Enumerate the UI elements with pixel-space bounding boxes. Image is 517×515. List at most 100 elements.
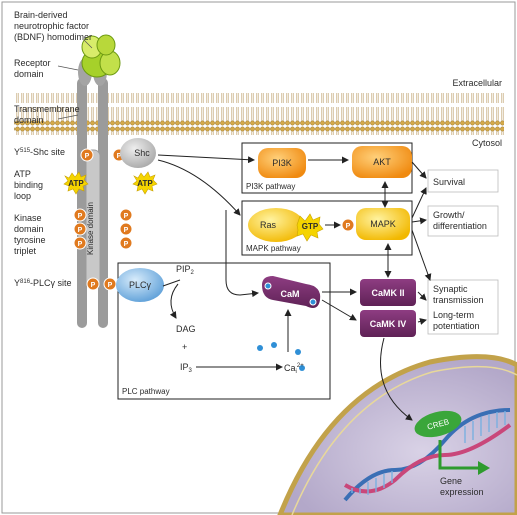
pi3k-pathway-label: PI3K pathway: [246, 182, 295, 191]
camk2-node: [360, 279, 416, 306]
atp-label-1: ATP: [14, 169, 31, 179]
cell-membrane: [14, 93, 504, 135]
bdnf-label-3: (BDNF) homodimer: [14, 32, 92, 42]
calcium-ion: [271, 342, 277, 348]
phospho-label: P: [346, 223, 351, 230]
plc-site-sup: 816: [20, 279, 31, 285]
mapk-label: MAPK: [370, 219, 396, 229]
shc-site-label: Y515-Shc site: [14, 147, 65, 157]
receptor-label-1: Receptor: [14, 58, 51, 68]
ras-label: Ras: [260, 220, 277, 230]
plcg-label: PLCγ: [129, 280, 152, 290]
ras-node: [248, 208, 304, 242]
ca-text: Ca: [284, 363, 296, 373]
calcium-ion: [309, 298, 317, 306]
camk2-label: CaMK II: [371, 288, 404, 298]
phospho-sites: [73, 148, 355, 291]
nucleus: [277, 354, 517, 515]
pathway-arrows: [157, 154, 432, 421]
phospho-label: P: [78, 227, 83, 234]
gene-expression-label-1: Gene: [440, 476, 462, 486]
atp-left-label: ATP: [68, 179, 84, 188]
kinase-label-2: domain: [14, 224, 44, 234]
ca-sub: i: [296, 369, 297, 375]
plcg-node: [116, 268, 164, 302]
calcium-ion: [299, 365, 305, 371]
phospho-label: P: [78, 241, 83, 248]
pip2-text: PIP: [176, 264, 191, 274]
mapk-pathway-label: MAPK pathway: [246, 244, 301, 253]
camk4-label: CaMK IV: [370, 319, 407, 329]
synaptic-ltp-box: [427, 279, 499, 335]
survival-box: [427, 169, 499, 193]
leader-lines: [57, 39, 93, 120]
synaptic-label-2: transmission: [433, 295, 484, 305]
atp-labels: ATP ATP: [68, 179, 153, 188]
shc-node: [120, 138, 156, 168]
kinase-label-4: triplet: [14, 246, 37, 256]
synaptic-label-1: Synaptic: [433, 284, 468, 294]
ip3-label: IP3: [180, 362, 193, 374]
transmembrane-label-2: domain: [14, 115, 44, 125]
ip3-sub: 3: [189, 368, 193, 374]
calcium-label: Cai2+: [284, 363, 304, 375]
mapk-pathway-box: [241, 200, 413, 256]
calcium-ion: [257, 345, 263, 351]
gene-expression-arrow: [438, 440, 490, 475]
plus-label: +: [182, 342, 187, 352]
plc-site-rest: -PLCγ site: [30, 278, 72, 288]
plc-site-label: Y816-PLCγ site: [14, 278, 72, 288]
pi3k-node: [258, 148, 306, 178]
pip2-sub: 2: [191, 270, 195, 276]
growth-box: [427, 205, 499, 237]
cam-label: CaM: [280, 289, 299, 299]
atp-starbursts: [63, 171, 158, 195]
ltp-label-2: potentiation: [433, 321, 480, 331]
ltp-label-1: Long-term: [433, 310, 474, 320]
dag-label: DAG: [176, 324, 196, 334]
ip3-text: IP: [180, 362, 189, 372]
second-messengers: PIP2 DAG + IP3 Cai2+: [176, 264, 304, 375]
phospho-label: P: [117, 153, 122, 160]
phospho-label: P: [124, 213, 129, 220]
camk4-node: [360, 310, 416, 337]
phospho-label: P: [124, 241, 129, 248]
extracellular-label: Extracellular: [452, 78, 502, 88]
akt-label: AKT: [373, 157, 391, 167]
dna-helix: [343, 408, 512, 502]
plc-site-y: Y: [14, 278, 20, 288]
gtp-starburst: [296, 213, 324, 242]
mapk-node: [356, 208, 410, 240]
ca-sup: 2+: [297, 363, 304, 369]
phospho-letters: P P P P P P P P P P P: [78, 153, 351, 289]
shc-site-rest: -Shc site: [30, 147, 65, 157]
pathway-labels: PI3K pathway MAPK pathway PLC pathway: [122, 182, 301, 396]
pi3k-label: PI3K: [272, 158, 292, 168]
plc-pathway-box: [117, 262, 331, 400]
cam-node: [262, 276, 321, 308]
gtp-label: GTP: [302, 222, 319, 231]
creb-node: [414, 410, 462, 438]
kinase-label-1: Kinase: [14, 213, 42, 223]
phospho-label: P: [108, 282, 113, 289]
phospho-label: P: [78, 213, 83, 220]
receptor-label-2: domain: [14, 69, 44, 79]
shc-site-sup: 515: [20, 148, 31, 154]
calcium-ion: [295, 349, 301, 355]
transmembrane-label-1: Transmembrane: [14, 104, 80, 114]
bdnf-label-1: Brain-derived: [14, 10, 68, 20]
kinase-label-3: tyrosine: [14, 235, 46, 245]
pip2-label: PIP2: [176, 264, 195, 276]
atp-right-label: ATP: [137, 179, 153, 188]
calcium-ion: [264, 282, 272, 290]
shc-site-y: Y: [14, 147, 20, 157]
plc-pathway-label: PLC pathway: [122, 387, 170, 396]
kinase-domain-vertical-label: Kinase domain: [86, 202, 95, 255]
gene-expression-label-2: expression: [440, 487, 484, 497]
atp-label-3: loop: [14, 191, 31, 201]
bdnf-ligand: [81, 34, 121, 78]
growth-label-2: differentiation: [433, 221, 487, 231]
